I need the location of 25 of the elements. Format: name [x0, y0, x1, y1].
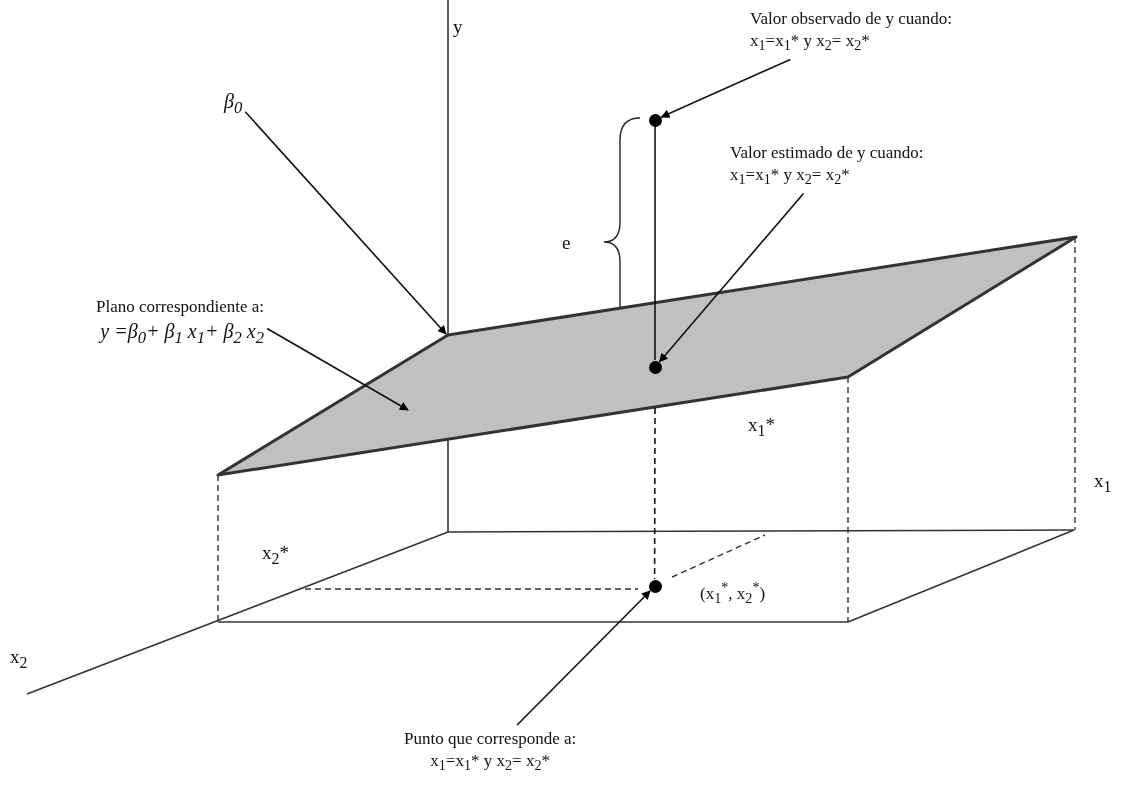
- dashed-line: [653, 407, 656, 580]
- axis-label: y: [453, 16, 463, 38]
- condition-text: x$_{1}$=x$_{1}$* y x$_{2}$= x$_{2}$*: [730, 164, 851, 190]
- condition-text: x$_{1}$=x$_{1}$* y x$_{2}$= x$_{2}$*: [750, 30, 871, 56]
- residual-label: e: [562, 232, 571, 254]
- axis-label: x$_{1}$: [1094, 470, 1112, 497]
- condition-text: x$_{1}$=x$_{1}$* y x$_{2}$= x$_{2}$*: [429, 750, 552, 776]
- leader-arrow: [266, 327, 409, 411]
- axis-label: x$_{2}$: [10, 646, 28, 673]
- callout-heading: Plano correspondiente a:: [96, 296, 265, 318]
- data-point: [648, 113, 662, 127]
- callout-heading: Punto que corresponde a:: [404, 728, 577, 750]
- callout-heading: Valor estimado de y cuando:: [730, 142, 924, 164]
- leader-arrow: [516, 590, 651, 726]
- callout-heading: Valor observado de y cuando:: [750, 8, 953, 30]
- math-symbol: β$_{0}$: [224, 89, 243, 119]
- residual-line: [654, 126, 656, 361]
- leader-arrow: [244, 111, 447, 335]
- tick-label: x$_{1}$*: [748, 414, 775, 441]
- tick-label: x$_{2}$*: [262, 542, 289, 569]
- leader-arrow: [658, 192, 805, 363]
- data-point: [648, 579, 662, 593]
- math-formula: y =β$_{0}$+ β$_{1}$ x$_{1}$+ β$_{2}$ x$_{2}$: [97, 319, 265, 349]
- leader-arrow: [660, 58, 792, 118]
- point-coordinates: (x$_{1}$$^{*}$, x$_{2}$$^{*}$): [700, 578, 766, 609]
